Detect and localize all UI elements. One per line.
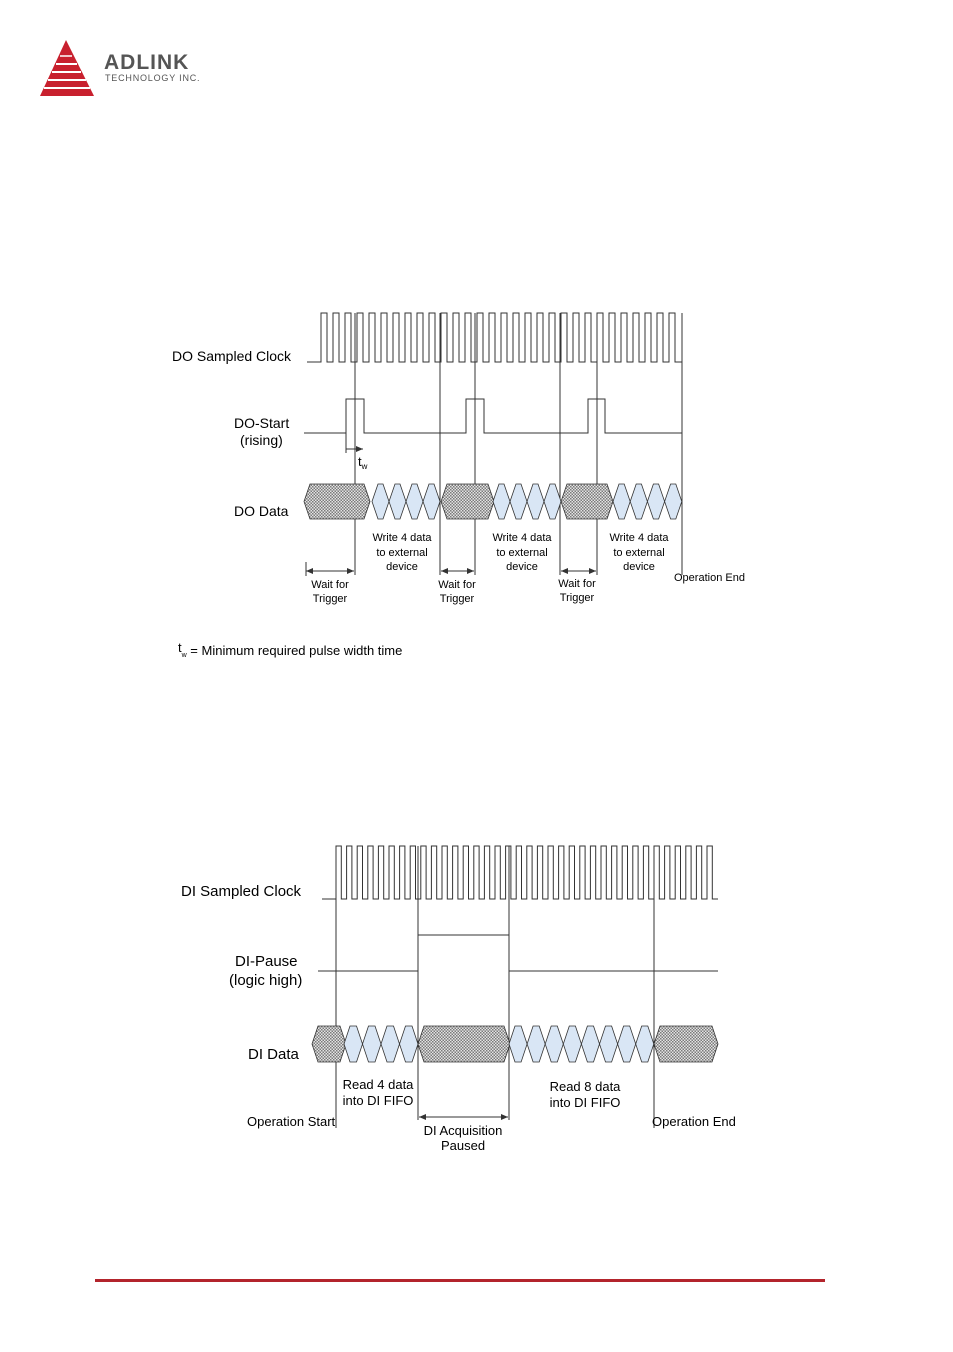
di-data-word: [599, 1025, 619, 1063]
di-data-word: [562, 1025, 582, 1063]
svg-text:device: device: [386, 561, 418, 573]
di-pause-waveform: [318, 934, 718, 972]
di-data-word: [362, 1025, 382, 1063]
do-data-word: [509, 483, 528, 520]
do-data-word: [664, 483, 683, 520]
do-data-idle: [560, 483, 614, 520]
do-data-word: [405, 483, 424, 520]
di-data-paused: [417, 1025, 511, 1063]
di-data-word: [380, 1025, 400, 1063]
do-data-word: [612, 483, 631, 520]
do-operation-end-label: Operation End: [674, 572, 745, 584]
do-data-bus: [303, 483, 683, 520]
di-data-label: DI Data: [248, 1046, 300, 1063]
do-write-label-1: Write 4 data to external device: [372, 532, 432, 573]
di-paused-label: DI Acquisition Paused: [424, 1123, 503, 1153]
svg-text:Write 4 data: Write 4 data: [492, 532, 552, 544]
do-write-label-2: Write 4 data to external device: [492, 532, 552, 573]
do-data-word: [629, 483, 648, 520]
do-guide-lines: [354, 313, 683, 575]
di-guide-lines: [335, 846, 655, 1128]
wait-label-2: Wait for Trigger: [438, 579, 476, 605]
di-data-word: [343, 1025, 363, 1063]
logo-triangle-icon: [40, 40, 94, 96]
do-clock-label: DO Sampled Clock: [172, 348, 292, 364]
do-start-waveform: [304, 398, 682, 434]
di-data-idle: [653, 1025, 719, 1063]
logo-name: ADLINK: [104, 51, 189, 74]
do-data-label: DO Data: [234, 503, 289, 519]
do-data-word: [388, 483, 407, 520]
do-timing-diagram: DO Sampled Clock DO-Start (rising) DO Da…: [172, 312, 745, 659]
svg-text:to external: to external: [496, 547, 547, 559]
wait-label-1: Wait for Trigger: [311, 579, 349, 605]
di-data-word: [580, 1025, 600, 1063]
do-data-word: [492, 483, 511, 520]
do-data-word: [646, 483, 666, 520]
svg-text:device: device: [623, 561, 655, 573]
di-operation-end-label: Operation End: [652, 1114, 736, 1129]
svg-text:Read 4 data: Read 4 data: [343, 1077, 415, 1092]
di-clock-label: DI Sampled Clock: [181, 883, 302, 900]
svg-text:Wait for: Wait for: [311, 579, 349, 591]
do-data-word: [526, 483, 545, 520]
di-data-word: [544, 1025, 564, 1063]
svg-text:Wait for: Wait for: [558, 578, 596, 590]
logo-subtitle: TECHNOLOGY INC.: [105, 73, 200, 83]
do-data-idle: [440, 483, 495, 520]
svg-text:Paused: Paused: [441, 1138, 485, 1153]
adlink-logo: ADLINK TECHNOLOGY INC.: [38, 38, 238, 98]
wait-label-3: Wait for Trigger: [558, 578, 596, 604]
di-clock-waveform: [322, 845, 718, 900]
svg-text:Wait for: Wait for: [438, 579, 476, 591]
svg-text:Trigger: Trigger: [560, 592, 595, 604]
di-pause-sub-label: (logic high): [229, 972, 302, 989]
svg-text:Write 4 data: Write 4 data: [609, 532, 669, 544]
do-data-word: [543, 483, 562, 520]
svg-text:Trigger: Trigger: [313, 593, 348, 605]
di-read-label-2: Read 8 data into DI FIFO: [550, 1079, 622, 1110]
svg-text:into DI FIFO: into DI FIFO: [550, 1095, 621, 1110]
di-data-word: [635, 1025, 655, 1063]
svg-text:into DI FIFO: into DI FIFO: [343, 1093, 414, 1108]
footer-rule: [95, 1279, 825, 1282]
di-data-word: [526, 1025, 546, 1063]
di-operation-start-label: Operation Start: [247, 1114, 336, 1129]
di-data-bus: [311, 1025, 719, 1063]
svg-text:Read 8 data: Read 8 data: [550, 1079, 622, 1094]
do-data-word: [371, 483, 390, 520]
di-data-word: [399, 1025, 419, 1063]
di-data-word: [617, 1025, 637, 1063]
tw-label: tw: [358, 454, 368, 471]
di-data-word: [508, 1025, 528, 1063]
svg-text:to external: to external: [376, 547, 427, 559]
do-clock-waveform: [307, 312, 682, 363]
tw-legend: tw = Minimum required pulse width time: [178, 640, 402, 659]
do-write-label-3: Write 4 data to external device: [609, 532, 669, 573]
svg-text:Trigger: Trigger: [440, 593, 475, 605]
di-pause-label: DI-Pause: [235, 953, 298, 970]
di-read-label-1: Read 4 data into DI FIFO: [343, 1077, 415, 1108]
svg-text:DI Acquisition: DI Acquisition: [424, 1123, 503, 1138]
svg-text:device: device: [506, 561, 538, 573]
svg-text:Write 4 data: Write 4 data: [372, 532, 432, 544]
do-data-idle: [303, 483, 371, 520]
do-start-label: DO-Start: [234, 415, 289, 431]
do-data-word: [422, 483, 441, 520]
svg-text:to external: to external: [613, 547, 664, 559]
di-data-idle: [311, 1025, 347, 1063]
do-start-sub-label: (rising): [240, 432, 283, 448]
